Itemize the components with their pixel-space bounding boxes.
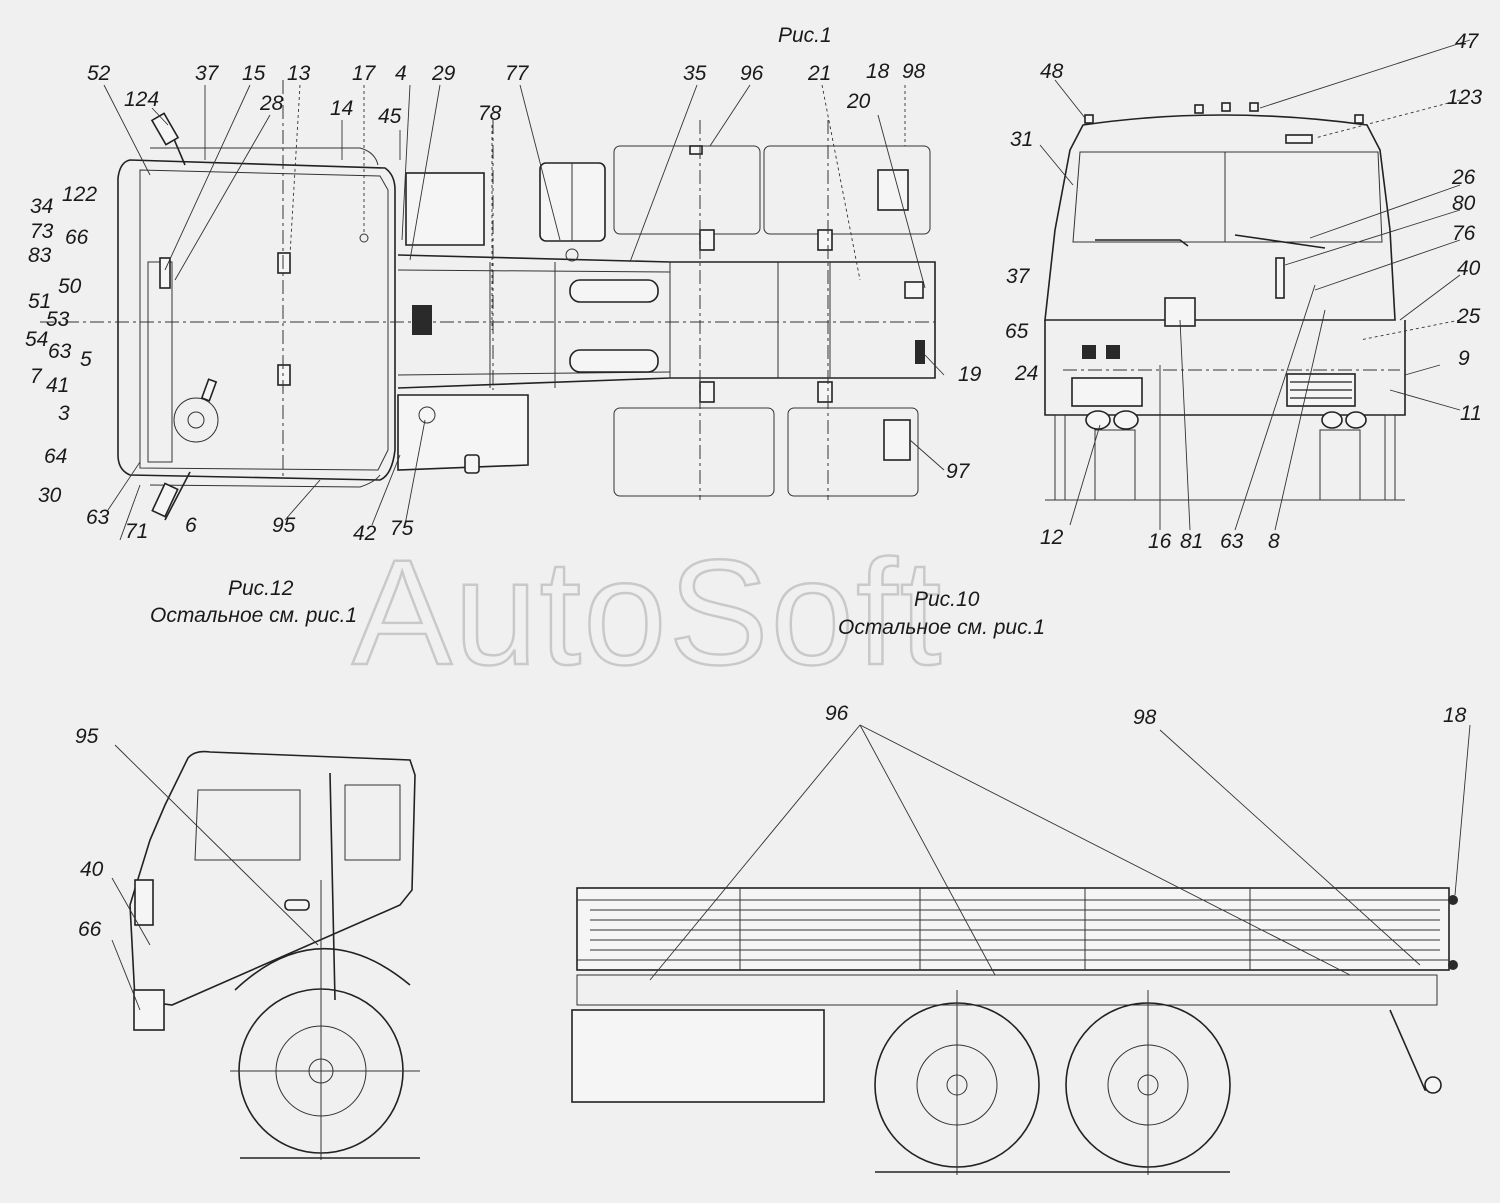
callout-14: 14 bbox=[330, 97, 353, 120]
callout-19: 19 bbox=[958, 363, 982, 386]
callout-63c: 63 bbox=[1220, 530, 1244, 553]
cab-side-drawing bbox=[129, 750, 420, 1160]
watermark: AutoSoft bbox=[352, 528, 943, 696]
callout-81: 81 bbox=[1180, 530, 1203, 553]
callout-95: 95 bbox=[272, 514, 296, 537]
callout-28: 28 bbox=[259, 92, 284, 115]
callout-26: 26 bbox=[1451, 166, 1476, 189]
callouts-top-view: 52 124 37 15 13 17 4 29 77 35 96 21 18 9… bbox=[25, 60, 982, 545]
fig1-title: Рис.1 bbox=[778, 24, 832, 47]
callout-122: 122 bbox=[62, 183, 97, 206]
callout-13: 13 bbox=[287, 62, 311, 85]
callout-17: 17 bbox=[352, 62, 377, 85]
callout-96: 96 bbox=[740, 62, 764, 85]
callout-40b: 40 bbox=[80, 858, 104, 881]
callout-51: 51 bbox=[28, 290, 51, 313]
callout-54: 54 bbox=[25, 328, 48, 351]
callouts-cab-side: 95 40 66 bbox=[75, 725, 104, 941]
callout-20: 20 bbox=[846, 90, 871, 113]
callout-96b: 96 bbox=[825, 702, 849, 725]
callout-123: 123 bbox=[1447, 86, 1482, 109]
fig12-title: Рис.12 bbox=[228, 577, 294, 600]
callout-42: 42 bbox=[353, 522, 377, 545]
callout-12: 12 bbox=[1040, 526, 1064, 549]
callout-15: 15 bbox=[242, 62, 266, 85]
callout-76: 76 bbox=[1452, 222, 1476, 245]
fig12-note: Остальное см. рис.1 bbox=[150, 604, 357, 627]
callout-71: 71 bbox=[125, 520, 148, 543]
callout-18: 18 bbox=[866, 60, 890, 83]
callout-35: 35 bbox=[683, 62, 707, 85]
callout-80: 80 bbox=[1452, 192, 1476, 215]
callout-25: 25 bbox=[1456, 305, 1481, 328]
callout-75: 75 bbox=[390, 517, 414, 540]
callout-31: 31 bbox=[1010, 128, 1033, 151]
callout-45: 45 bbox=[378, 105, 402, 128]
callout-9: 9 bbox=[1458, 347, 1470, 370]
callout-18b: 18 bbox=[1443, 704, 1467, 727]
callout-4: 4 bbox=[395, 62, 407, 85]
callout-37: 37 bbox=[195, 62, 220, 85]
callout-5: 5 bbox=[80, 348, 92, 371]
callout-30: 30 bbox=[38, 484, 62, 507]
callout-64: 64 bbox=[44, 445, 67, 468]
top-view-drawing bbox=[40, 80, 936, 521]
truck-side-drawing bbox=[571, 887, 1458, 1175]
leader-lines bbox=[103, 39, 1471, 1011]
callout-48: 48 bbox=[1040, 60, 1064, 83]
callout-7: 7 bbox=[30, 365, 43, 388]
callout-124: 124 bbox=[124, 88, 159, 111]
callout-50: 50 bbox=[58, 275, 82, 298]
front-view-drawing bbox=[1044, 102, 1406, 501]
callout-83: 83 bbox=[28, 244, 52, 267]
callout-98: 98 bbox=[902, 60, 926, 83]
callout-66b: 66 bbox=[78, 918, 102, 941]
callout-66: 66 bbox=[65, 226, 89, 249]
fig10-title: Рис.10 bbox=[914, 588, 980, 611]
callout-6: 6 bbox=[185, 514, 197, 537]
callout-3: 3 bbox=[58, 402, 70, 425]
callout-63a: 63 bbox=[48, 340, 72, 363]
callout-24: 24 bbox=[1014, 362, 1038, 385]
callout-52: 52 bbox=[87, 62, 111, 85]
callouts-truck-side: 96 98 18 bbox=[825, 702, 1467, 729]
callout-97: 97 bbox=[946, 460, 971, 483]
callout-29: 29 bbox=[431, 62, 456, 85]
callout-37b: 37 bbox=[1006, 265, 1031, 288]
callout-11: 11 bbox=[1460, 402, 1482, 425]
callout-8: 8 bbox=[1268, 530, 1280, 553]
callout-78: 78 bbox=[478, 102, 502, 125]
callout-40: 40 bbox=[1457, 257, 1481, 280]
callout-63b: 63 bbox=[86, 506, 110, 529]
callout-77: 77 bbox=[505, 62, 530, 85]
callout-73: 73 bbox=[30, 220, 54, 243]
callout-98b: 98 bbox=[1133, 706, 1157, 729]
callout-34: 34 bbox=[30, 195, 53, 218]
callouts-front-view: 48 47 123 31 26 80 76 37 40 65 25 9 24 1… bbox=[1005, 30, 1482, 553]
callout-16: 16 bbox=[1148, 530, 1172, 553]
callout-95b: 95 bbox=[75, 725, 99, 748]
callout-65: 65 bbox=[1005, 320, 1029, 343]
fig10-note: Остальное см. рис.1 bbox=[838, 616, 1045, 639]
callout-41: 41 bbox=[46, 374, 69, 397]
callout-21: 21 bbox=[807, 62, 831, 85]
callout-47: 47 bbox=[1455, 30, 1480, 53]
callout-53: 53 bbox=[46, 308, 70, 331]
